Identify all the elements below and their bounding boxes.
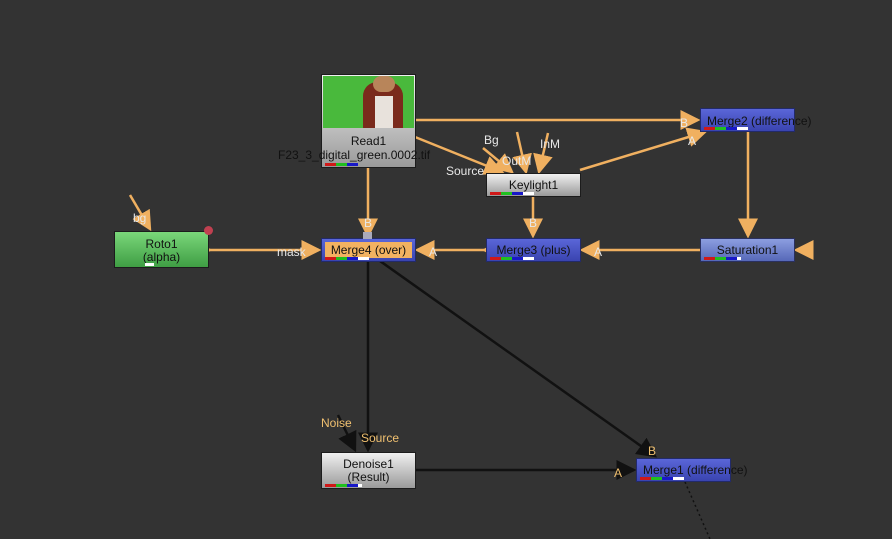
node-merge3[interactable]: Merge3 (plus): [486, 238, 581, 262]
input-label-keylight-source: Source: [446, 164, 485, 178]
input-label-merge1-b: B: [648, 444, 657, 458]
input-label-merge4-mask: mask: [277, 245, 306, 259]
channel-indicator: [704, 127, 748, 130]
input-label-merge3-b: B: [529, 216, 538, 230]
input-label-keylight-outm: OutM: [502, 154, 532, 168]
channel-indicator: [145, 263, 154, 266]
input-label-merge4-a: A: [429, 245, 438, 259]
merge2-label: Merge2 (difference): [707, 114, 812, 128]
roto1-label: Roto1: [145, 237, 178, 251]
edge-denoise-noise[interactable]: [336, 414, 357, 453]
merge4-input-handle[interactable]: [363, 232, 372, 239]
channel-indicator: [325, 163, 358, 166]
edge-read1-keylight-source[interactable]: [414, 135, 505, 175]
input-label-merge2-b: B: [680, 116, 689, 130]
read1-filename: F23_3_digital_green.0002.tif: [278, 148, 431, 162]
denoise1-label: Denoise1: [343, 457, 394, 471]
edge-keylight-outm[interactable]: [512, 131, 532, 175]
read1-thumbnail: [323, 76, 414, 128]
channel-indicator: [325, 257, 369, 260]
keylight1-label: Keylight1: [508, 178, 559, 192]
channel-indicator: [490, 192, 534, 195]
merge4-label: Merge4 (over): [330, 243, 407, 257]
merge3-label: Merge3 (plus): [496, 243, 571, 257]
merge1-label: Merge1 (difference): [643, 463, 748, 477]
input-label-roto-bg: bg: [133, 211, 147, 225]
channel-indicator: [325, 484, 362, 487]
node-roto1[interactable]: Roto1 (alpha): [114, 231, 209, 268]
input-label-keylight-bg: Bg: [484, 133, 499, 147]
edge-merge1-output[interactable]: [684, 481, 711, 539]
input-label-merge3-a: A: [594, 245, 603, 259]
edge-keylight-inm[interactable]: [533, 132, 553, 175]
channel-indicator: [704, 257, 741, 260]
roto1-error-badge-icon: [204, 226, 213, 235]
node-keylight1[interactable]: Keylight1: [486, 173, 581, 197]
channel-indicator: [490, 257, 534, 260]
channel-indicator: [640, 477, 684, 480]
node-merge4[interactable]: Merge4 (over): [321, 238, 416, 262]
node-merge1[interactable]: Merge1 (difference): [636, 458, 748, 482]
input-label-denoise-source: Source: [361, 431, 400, 445]
edge-keylight-bg[interactable]: [482, 147, 514, 174]
edge-merge4-merge1-b[interactable]: [379, 259, 658, 458]
node-denoise1[interactable]: Denoise1 (Result): [321, 452, 416, 489]
edge-keylight-merge2-a[interactable]: [579, 127, 708, 172]
input-label-merge2-a: A: [688, 134, 697, 148]
input-label-merge1-a: A: [614, 466, 623, 480]
input-label-keylight-inm: InM: [540, 137, 561, 151]
input-label-denoise-noise: Noise: [321, 416, 352, 430]
roto1-sublabel: (alpha): [142, 250, 181, 264]
denoise1-sublabel: (Result): [347, 470, 390, 484]
node-saturation1[interactable]: Saturation1: [700, 238, 795, 262]
node-read1[interactable]: Read1: [321, 74, 416, 168]
saturation1-label: Saturation1: [716, 243, 779, 257]
edge-roto-bg[interactable]: [128, 194, 152, 232]
read1-label: Read1: [350, 134, 387, 148]
node-merge2[interactable]: Merge2 (difference): [700, 108, 812, 132]
input-label-merge4-b: B: [364, 216, 373, 230]
